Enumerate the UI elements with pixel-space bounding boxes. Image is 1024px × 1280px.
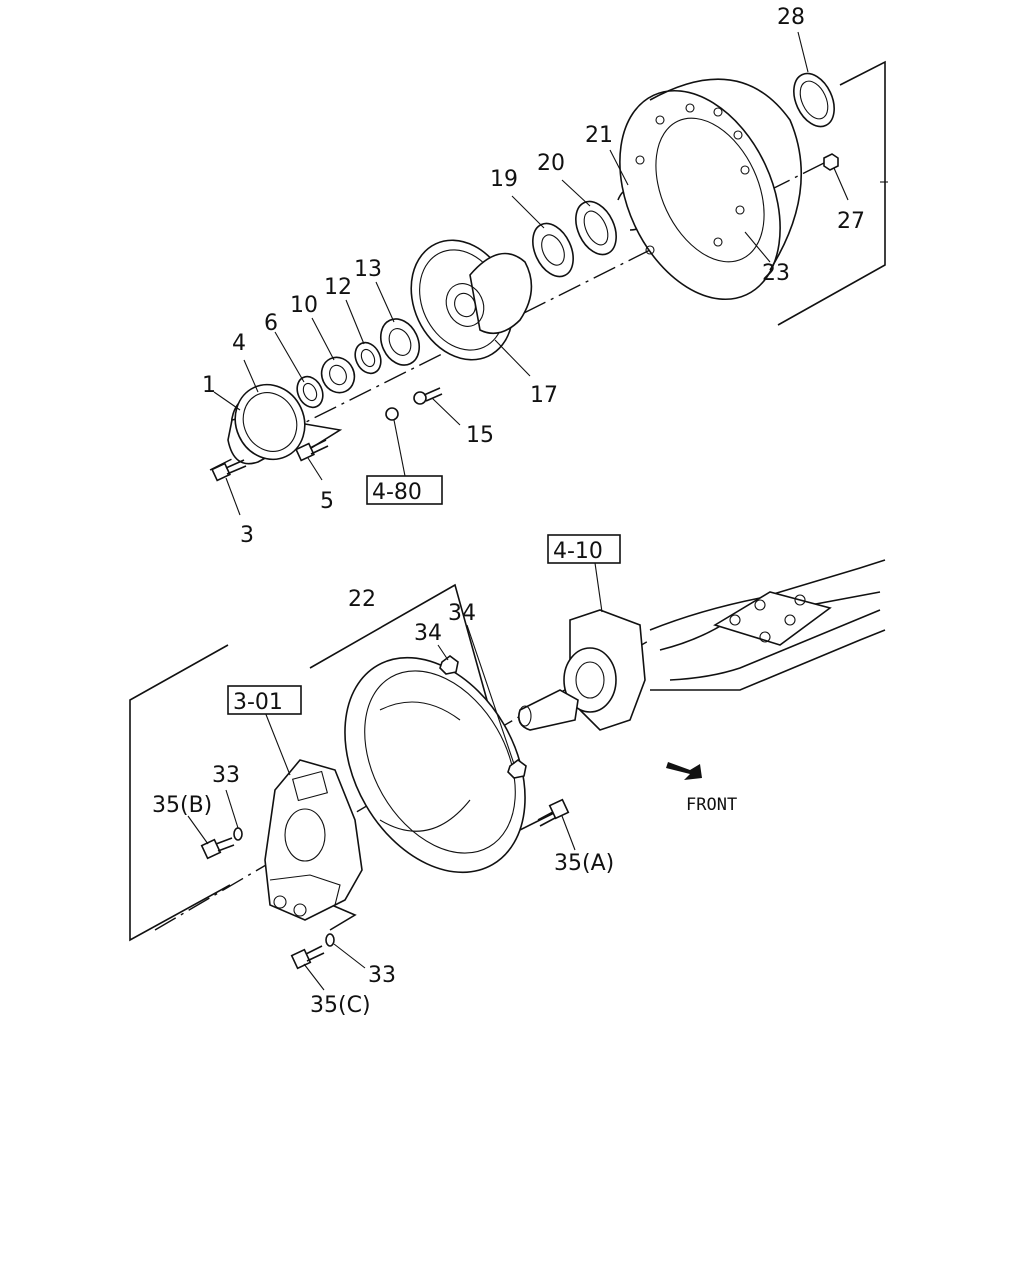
- part-label-27: 27: [837, 209, 865, 234]
- part-label-19: 19: [490, 167, 518, 192]
- ref-label-4-80[interactable]: 4-80: [372, 480, 422, 505]
- front-arrow-icon: [666, 762, 702, 780]
- part-label-5: 5: [320, 489, 334, 514]
- part-label-17: 17: [530, 383, 558, 408]
- part-label-23: 23: [762, 261, 790, 286]
- bolt-3: [211, 459, 247, 482]
- part-label-28: 28: [777, 5, 805, 30]
- ref-label-3-01[interactable]: 3-01: [233, 690, 283, 715]
- bracket-anchor-group: [129, 644, 231, 942]
- part-label-35c: 35(C): [310, 993, 371, 1018]
- part-label-35a: 35(A): [554, 851, 614, 876]
- ref-label-4-10[interactable]: 4-10: [553, 539, 603, 564]
- part-label-33-lower: 33: [368, 963, 396, 988]
- dust-seal-ring: [793, 72, 835, 128]
- part-label-4: 4: [232, 331, 246, 356]
- oil-seal: [575, 200, 617, 256]
- hub-cap-gasket: [234, 383, 306, 461]
- inner-bearing: [532, 222, 574, 278]
- drum-nut: [823, 153, 839, 171]
- front-direction-label: FRONT: [686, 795, 737, 815]
- brake-drum: [619, 78, 803, 301]
- brake-backing-plate: [344, 656, 526, 874]
- part-label-20: 20: [537, 151, 565, 176]
- part-label-12: 12: [324, 275, 352, 300]
- hub-bolt-15: [413, 387, 443, 405]
- washer-12: [354, 341, 382, 375]
- bolt-35c: [290, 945, 325, 970]
- part-label-15: 15: [466, 423, 494, 448]
- bolt-5: [295, 439, 329, 462]
- part-label-3: 3: [240, 523, 254, 548]
- part-label-21: 21: [585, 123, 613, 148]
- part-label-34-left: 34: [414, 621, 442, 646]
- part-label-10: 10: [290, 293, 318, 318]
- hub-nut: [320, 356, 356, 394]
- steering-knuckle: [517, 609, 646, 731]
- part-label-1: 1: [202, 373, 216, 398]
- leader-lines: [187, 31, 849, 991]
- hub-stud: [385, 407, 399, 421]
- part-label-6: 6: [264, 311, 278, 336]
- part-label-13: 13: [354, 257, 382, 282]
- brake-anchor-assembly: [264, 759, 363, 921]
- ref-box-4-10: [547, 534, 621, 564]
- bracket-drum-group: [777, 60, 886, 326]
- outer-bearing: [379, 318, 421, 366]
- ref-box-3-01: [227, 685, 302, 715]
- plug-34: [439, 655, 459, 675]
- part-label-35b: 35(B): [152, 793, 212, 818]
- bolt-35a: [537, 798, 570, 827]
- ref-box-4-80: [366, 475, 443, 505]
- washer-33b: [325, 933, 335, 947]
- part-label-33-upper: 33: [212, 763, 240, 788]
- wheel-hub: [410, 239, 533, 361]
- plug-34-b: [507, 759, 527, 779]
- part-label-22: 22: [348, 587, 376, 612]
- part-label-34-right: 34: [448, 601, 476, 626]
- washer-33a: [233, 827, 243, 841]
- lock-washer: [296, 375, 324, 409]
- bolt-35b: [200, 837, 235, 860]
- axle-beam: [649, 559, 886, 691]
